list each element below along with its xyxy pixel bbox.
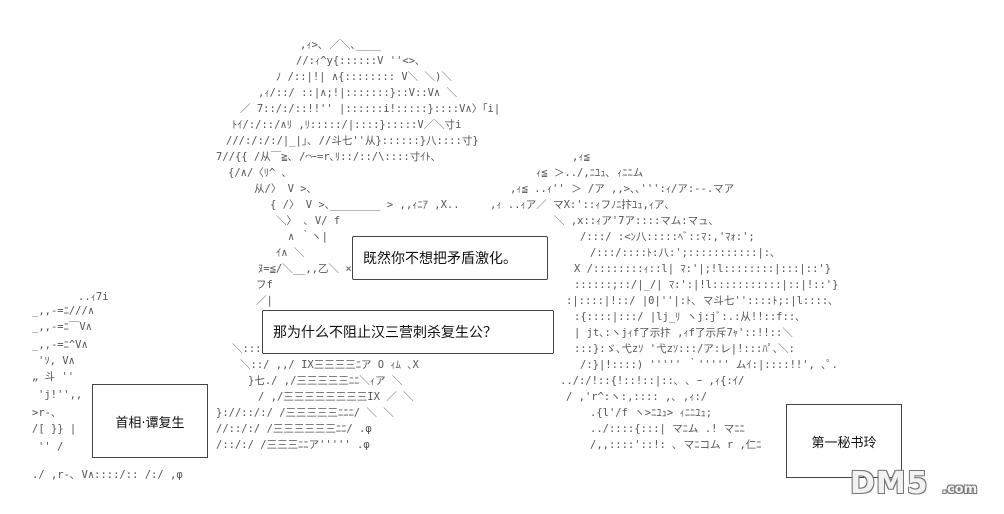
speech-bubble-1: 既然你不想把矛盾激化。 (352, 236, 548, 280)
character-label-right: 第一秘书玲 (786, 404, 902, 478)
watermark-logo-suffix: .com (942, 482, 978, 497)
ascii-art-line: / ,'r^:ヽ:,:::: ,､ ,ｨ:/ (566, 391, 708, 403)
character-label-left-text: 首相·谭复生 (115, 415, 185, 431)
speech-bubble-2: 那为什么不阻止汉三营刺杀复生公？ (262, 310, 554, 354)
ascii-art-line: ∧ ｀ヽ| (288, 231, 328, 243)
ascii-art-line: ＼ ,x::ｨア'7ア::::マム:マュ､ (554, 215, 714, 227)
ascii-art-line: //::/:/ /三三三三三三ﾆﾆ/ .φ (216, 423, 372, 435)
ascii-art-line: / ,/三三三三三三三三IX ／ ＼ (258, 391, 414, 403)
ascii-art-line: 7//{{ /从￣≧､ /⌒ｰ=r､ﾘ::/::/\::::寸ｲﾄ､ (216, 151, 436, 163)
ascii-art-line: ./ ,r-､ V∧::::/:: /:/ ,φ (32, 469, 183, 481)
ascii-art-line: ../:/!::{!::!::|::､ ､ ｰ ,ｨ{:ｲ/ (560, 375, 745, 387)
ascii-art-line: _,,-=ﾆ///∧ (32, 305, 95, 317)
ascii-art-line: ｲ∧ ＼ (276, 247, 305, 259)
ascii-art-line: ﾄｲ/:/::/∧ﾘ ,ﾘ:::::/|::::}:::::V／＼寸i (232, 119, 462, 131)
ascii-art-line: „ 斗 '' (32, 371, 75, 383)
ascii-art-line: 'j!'',, (38, 389, 83, 401)
ascii-art-line: 从/〉 V >､ (254, 183, 312, 195)
ascii-art-line: ／| (256, 295, 273, 307)
ascii-art-line: | jt､:ヽjｨf了示抃 ,ｨf了示斥7ｬ'::!!::＼ (574, 327, 793, 339)
ascii-art-line: /:::/::::ﾄ:八:';:::::::::::|:､ (590, 247, 776, 259)
ascii-art-line: :::}:ゞ､弋zｿ '弋zｿ:::/ア:レ|!:::ﾊﾟ､＼: (574, 343, 795, 355)
ascii-art-line: フf (256, 279, 273, 291)
site-watermark-logo: DM5 .com (850, 466, 990, 506)
ascii-art-line: ../::::{:::| マﾆム .! マﾆﾆ (590, 423, 745, 435)
ascii-art-line: ﾉ /::|!| ∧{:::::::: V＼ ＼)＼ (276, 71, 452, 83)
ascii-art-line: _,,-=ﾆ￣V∧ (32, 321, 93, 333)
watermark-logo-main: DM5 (850, 466, 929, 501)
ascii-art-line: _,,-=ﾆ^V∧ (32, 339, 88, 351)
ascii-art-line: /:}|!::::) ''''' ｀''''' ムｲ:|::::!!', ､ﾟ. (580, 359, 839, 371)
ascii-art-line: >r-､ (32, 407, 57, 419)
ascii-art-line: 'ｿ, V∧ (38, 355, 75, 367)
ascii-art-line: { /〉 V >､________ > ,,ｨﾆｱ ,X.. (270, 199, 460, 211)
ascii-art-line: {/∧/〈ﾘ^ ､ (228, 167, 294, 179)
ascii-art-line: ,ｨ≦ ..ｨ'' ＞ /ア ,,>､､''':ｨ/ア:--.マア (510, 183, 735, 195)
character-label-right-text: 第一秘书玲 (811, 435, 877, 451)
ascii-art-line: /:::/ :<ﾝ八:::::ﾍﾞ::ﾏ:,'ﾏｫ:'; (580, 231, 755, 243)
character-label-left: 首相·谭复生 (92, 384, 208, 458)
ascii-art-line: ＼::/ ,,/ IX三三三三ﾆア O ｨﾑ ､X (240, 359, 419, 371)
speech-bubble-2-text: 那为什么不阻止汉三营刺杀复生公？ (273, 325, 497, 341)
ascii-art-line: ｨ≦ ＞../,ﾆﾕｭ､ ｨﾆﾆム (536, 167, 644, 179)
speech-bubble-1-text: 既然你不想把矛盾激化。 (363, 251, 517, 267)
ascii-art-line: ,ｨ/::/ ::|∧;!|:::::::}::V::V∧ ＼ (258, 87, 458, 99)
ascii-art-line: }://::/:/ /三三三三三ﾆﾆﾆ/ ＼ ＼ (216, 407, 394, 419)
ascii-art-line: /[ }} | (32, 423, 77, 435)
ascii-art-line: ,ｨ≦ (572, 151, 590, 163)
ascii-art-line: }七./ ,/三三三三三ﾆﾆ＼ｨア ＼ (248, 375, 403, 387)
ascii-art-line: ＼〉 ､ V/ f (276, 215, 341, 227)
ascii-art-line: ／ 7::/:/::!!'' |::::::i!:::::}::::V∧〉｢i| (240, 103, 501, 115)
ascii-art-line: ,ｨ ..ｨア／ マX:'::ｨフﾉﾆ抃ﾕｭ,ｨア､ (490, 199, 670, 211)
ascii-art-line: ,ｨ>､ ／＼､____ (300, 39, 382, 51)
ascii-art-line: '' / (38, 441, 64, 453)
ascii-art-line: /,,::::'::!: ､ マﾆコム r ,仁ﾆ (590, 439, 762, 451)
ascii-art-line: X /::::::::ｨ::l| ﾏ:'|;!l::::::::|:::|::'… (574, 263, 832, 275)
ascii-art-line: /::/:/ /三三三ﾆﾆア''''' .φ (216, 439, 370, 451)
ascii-art-line: ///:/:/:/|_|｣､ //斗七''从}::::::}八::::寸} (226, 135, 479, 147)
ascii-art-line: :|::::|!::/ |0|''|:ﾄ､ マ斗七''::::ﾄ;:|l::::… (566, 295, 834, 307)
ascii-art-line: .{l'/f ヽ>ﾆﾕｭ> ｨﾆﾆﾕｭ; (590, 407, 713, 419)
ascii-art-line: ::::::;::/|_/| ﾏ:':|!l:::::::::::|::|!::… (574, 279, 839, 291)
ascii-art-line: ..ｨ7i (78, 291, 109, 303)
ascii-art-line: //:ｨ^y{::::::V ''<>､ (296, 55, 421, 67)
ascii-art-line: :{::::|:::/ |lj_ﾘ ヽj:jﾞ:.:从!!::f::､ (574, 311, 801, 323)
